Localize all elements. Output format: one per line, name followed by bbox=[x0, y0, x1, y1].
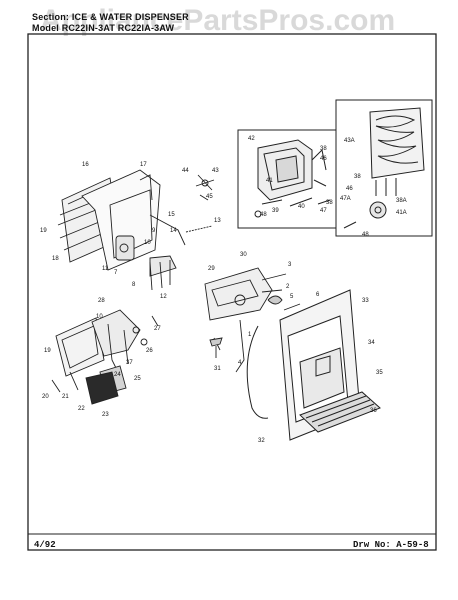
svg-text:42: 42 bbox=[248, 136, 255, 142]
svg-text:25: 25 bbox=[134, 376, 141, 382]
svg-text:16: 16 bbox=[82, 162, 89, 168]
svg-text:4: 4 bbox=[238, 360, 242, 366]
svg-text:38: 38 bbox=[354, 174, 361, 180]
svg-text:41A: 41A bbox=[396, 210, 407, 216]
svg-text:36: 36 bbox=[370, 408, 377, 414]
svg-text:19: 19 bbox=[44, 348, 51, 354]
svg-text:44: 44 bbox=[182, 168, 189, 174]
svg-text:32: 32 bbox=[258, 438, 265, 444]
svg-text:34: 34 bbox=[368, 340, 375, 346]
svg-text:28: 28 bbox=[98, 298, 105, 304]
svg-text:40: 40 bbox=[298, 204, 305, 210]
svg-text:43A: 43A bbox=[344, 138, 355, 144]
section-title: ICE & WATER DISPENSER bbox=[71, 12, 189, 22]
svg-text:35: 35 bbox=[376, 370, 383, 376]
svg-text:3: 3 bbox=[288, 262, 292, 268]
lever-assembly bbox=[51, 309, 159, 405]
svg-text:9: 9 bbox=[152, 228, 156, 234]
watermark: AppliancePartsPros.com bbox=[40, 4, 396, 37]
svg-text:48: 48 bbox=[362, 232, 369, 238]
heater-inset bbox=[335, 99, 433, 237]
svg-text:30: 30 bbox=[240, 252, 247, 258]
svg-text:15: 15 bbox=[168, 212, 175, 218]
svg-text:31: 31 bbox=[214, 366, 221, 372]
svg-text:38: 38 bbox=[320, 146, 327, 152]
svg-text:27: 27 bbox=[154, 326, 161, 332]
svg-text:7: 7 bbox=[114, 270, 118, 276]
svg-text:6: 6 bbox=[316, 292, 320, 298]
svg-text:48: 48 bbox=[260, 212, 267, 218]
screw-31 bbox=[209, 337, 223, 358]
model-values: RC22IN-3AT RC22IA-3AW bbox=[61, 23, 175, 33]
svg-text:12: 12 bbox=[160, 294, 167, 300]
svg-text:5: 5 bbox=[290, 294, 294, 300]
svg-text:18: 18 bbox=[52, 256, 59, 262]
svg-text:19: 19 bbox=[40, 228, 47, 234]
svg-text:22: 22 bbox=[78, 406, 85, 412]
svg-text:45: 45 bbox=[206, 194, 213, 200]
drawing-number: A-59-8 bbox=[396, 540, 429, 550]
svg-text:11: 11 bbox=[102, 266, 109, 272]
dispenser-housing bbox=[246, 289, 381, 441]
svg-text:46: 46 bbox=[320, 156, 327, 162]
svg-text:38: 38 bbox=[326, 200, 333, 206]
svg-text:23: 23 bbox=[102, 412, 109, 418]
svg-text:17: 17 bbox=[140, 162, 147, 168]
svg-text:37: 37 bbox=[126, 360, 133, 366]
svg-text:10: 10 bbox=[96, 314, 103, 320]
small-parts-44-45 bbox=[195, 174, 215, 201]
icemaker-inset bbox=[237, 129, 339, 229]
svg-text:2: 2 bbox=[286, 284, 290, 290]
svg-text:21: 21 bbox=[62, 394, 69, 400]
model-header: Model RC22IN-3AT RC22IA-3AW bbox=[32, 23, 174, 33]
svg-text:47: 47 bbox=[320, 208, 327, 214]
svg-text:13: 13 bbox=[214, 218, 221, 224]
drawing-date: 4/92 bbox=[34, 540, 56, 550]
svg-text:8: 8 bbox=[132, 282, 136, 288]
svg-text:14: 14 bbox=[170, 228, 177, 234]
svg-text:1: 1 bbox=[248, 332, 252, 338]
svg-text:38A: 38A bbox=[396, 198, 407, 204]
svg-text:39: 39 bbox=[272, 208, 279, 214]
svg-text:26: 26 bbox=[146, 348, 153, 354]
svg-text:33: 33 bbox=[362, 298, 369, 304]
svg-text:47A: 47A bbox=[340, 196, 351, 202]
svg-text:24: 24 bbox=[114, 372, 121, 378]
model-label: Model bbox=[32, 23, 59, 33]
svg-text:10: 10 bbox=[144, 240, 151, 246]
svg-text:46: 46 bbox=[346, 186, 353, 192]
drawing-number-label: Drw No: bbox=[353, 540, 391, 550]
section-header: Section: ICE & WATER DISPENSER bbox=[32, 12, 189, 22]
ice-bucket-assembly bbox=[57, 169, 213, 291]
section-label: Section: bbox=[32, 12, 70, 22]
drawing-number-block: Drw No: A-59-8 bbox=[353, 540, 429, 550]
svg-text:20: 20 bbox=[42, 394, 49, 400]
diagram-frame bbox=[27, 33, 437, 551]
svg-text:43: 43 bbox=[212, 168, 219, 174]
svg-text:29: 29 bbox=[208, 266, 215, 272]
svg-text:41: 41 bbox=[266, 178, 273, 184]
